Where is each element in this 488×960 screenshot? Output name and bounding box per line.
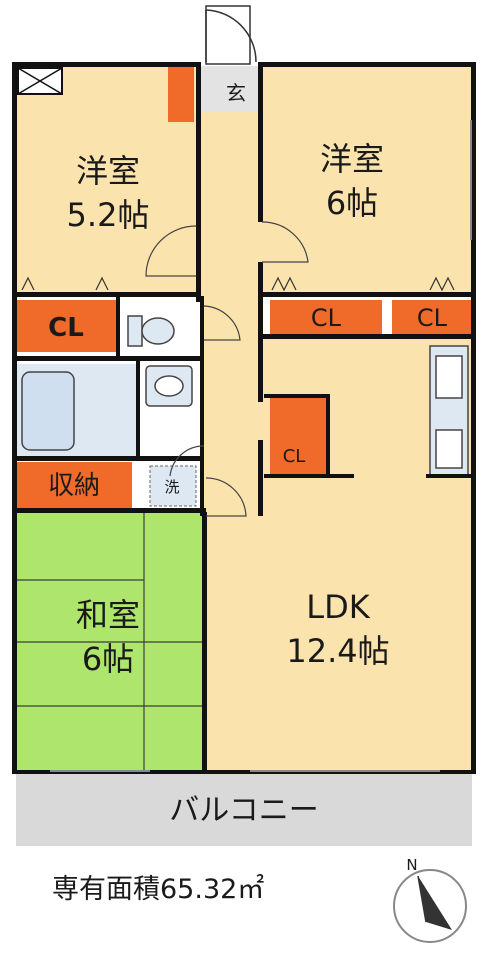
washbasin — [145, 365, 193, 407]
bedroom2-floor — [262, 66, 472, 294]
tatami-lines — [16, 512, 206, 772]
balcony-label: バルコニー — [169, 793, 318, 828]
walls — [12, 62, 476, 774]
closet-shoe — [168, 66, 194, 122]
closet-storage — [16, 462, 132, 508]
compass-icon — [393, 869, 467, 943]
closet-cl-right1 — [270, 300, 382, 334]
windows — [50, 120, 472, 772]
cl-right2-label: CL — [417, 304, 448, 332]
compass-north-label: N — [406, 856, 417, 874]
washitsu-size: 6帖 — [82, 640, 134, 678]
bathtub — [21, 371, 75, 451]
entrance-label: 玄 — [226, 81, 246, 105]
toilet-fixture — [127, 315, 175, 347]
storage-label: 収納 — [48, 471, 100, 501]
ldk-floor — [206, 338, 472, 772]
closet-cl-left — [16, 300, 116, 352]
cl-mid-label: CL — [283, 446, 306, 467]
bedroom2-size: 6帖 — [326, 184, 378, 222]
bedroom1-floor — [16, 66, 196, 294]
closet-cl-right2 — [392, 300, 472, 334]
washer-pan — [149, 465, 197, 507]
bedroom1-name: 洋室 — [76, 152, 140, 190]
ldk-name: LDK — [306, 588, 370, 626]
closet-cl-mid — [270, 398, 326, 474]
kitchen-counter — [429, 345, 469, 477]
washitsu-name: 和室 — [76, 596, 140, 634]
cl-left-label: CL — [48, 313, 84, 343]
area-text: 専有面積65.32㎡ — [52, 874, 264, 905]
entrance-floor — [196, 66, 262, 112]
cl-right1-label: CL — [311, 304, 342, 332]
ldk-size: 12.4帖 — [286, 632, 389, 670]
bedroom1-size: 5.2帖 — [67, 196, 150, 234]
door-swings — [145, 221, 309, 517]
washer-label: 洗 — [164, 478, 179, 496]
balcony-floor — [16, 772, 472, 846]
bedroom2-name: 洋室 — [320, 140, 384, 178]
closet-door-marks — [21, 276, 455, 292]
entrance-door — [205, 5, 257, 65]
vent-box — [17, 67, 63, 95]
